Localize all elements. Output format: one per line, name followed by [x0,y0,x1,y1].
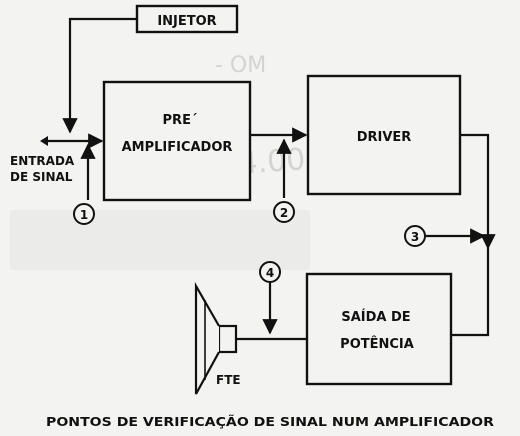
signal-input-wire [40,133,104,149]
input-label-line1: ENTRADA [10,154,75,168]
test-point-4-label: 4 [266,266,274,280]
output-return-wire [451,248,490,337]
driver-block: DRIVER [306,74,462,196]
speaker-icon [194,281,238,395]
diagram-caption: PONTOS DE VERIFICAÇÃO DE SINAL NUM AMPLI… [46,414,494,429]
preamp-label-line1: PRE´ [163,113,198,128]
output-label-line1: SAÍDA DE [341,309,410,325]
injector-block: INJETOR [135,4,239,34]
input-label-line2: DE SINAL [10,170,73,184]
driver-output-wire [460,133,496,250]
injector-label: INJETOR [157,14,216,29]
output-label-line2: POTÊNCIA [340,336,414,352]
test-point-2-label: 2 [280,206,288,220]
test-point-1: 1 [73,143,96,225]
test-point-3-label: 3 [411,230,419,244]
output-stage-block: SAÍDA DE POTÊNCIA [305,272,453,386]
driver-label: DRIVER [357,130,412,145]
test-point-4: 4 [259,261,281,335]
speaker-label: FTE [216,373,241,387]
injector-wire [62,17,137,134]
preamp-block: PRE´ AMPLIFICADOR [102,80,252,202]
test-point-3: 3 [404,225,486,247]
svg-text:- OM: - OM [215,53,266,78]
preamp-label-line2: AMPLIFICADOR [122,140,233,155]
test-point-1-label: 1 [80,208,88,222]
test-point-2: 2 [273,138,295,223]
